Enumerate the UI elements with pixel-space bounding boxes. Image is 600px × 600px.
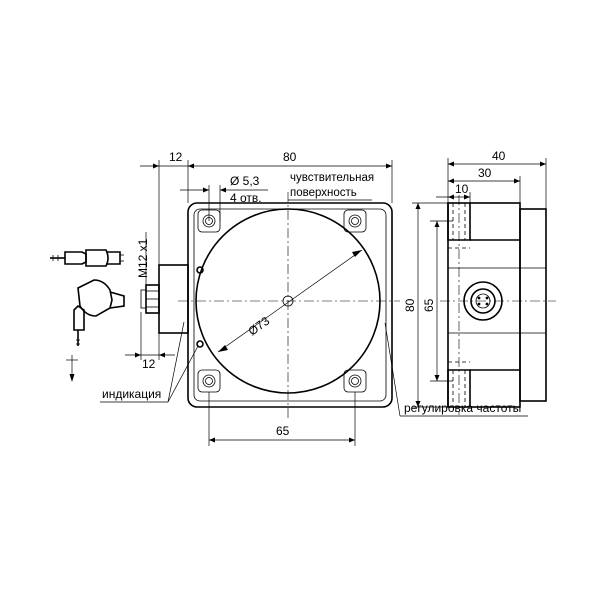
hole-diameter-label: Ø 5,3 [230, 174, 260, 188]
side-hole-spacing-label: 65 [422, 298, 436, 312]
mounting-hole-top-right [343, 209, 367, 233]
sensing-surface-label-1: чувствительная [290, 172, 374, 184]
mounting-hole-bottom-right [343, 369, 367, 393]
frequency-adjust-label: регулировка частоты [404, 401, 521, 415]
connector-housing [140, 264, 189, 334]
face-diameter-label: Ø73 [246, 314, 273, 339]
mounting-hole-bottom-left [197, 369, 221, 393]
side-height-label: 80 [403, 298, 417, 312]
front-body-inner [193, 208, 387, 402]
front-dimensions: 12 80 Ø 5,3 4 отв. чувствительная поверх… [100, 150, 528, 446]
straight-cable-connector [50, 249, 124, 267]
side-width-label: 40 [492, 149, 506, 163]
thread-label: M12 x1 [136, 238, 150, 278]
connector-offset-label: 12 [169, 150, 183, 164]
indication-label: индикация [102, 387, 161, 401]
sensing-surface-label-2: поверхность [290, 187, 357, 199]
side-sensing-head [519, 208, 547, 402]
hole-spacing-label: 65 [276, 424, 290, 438]
side-inner-label: 30 [478, 166, 492, 180]
angled-cable-connector [66, 279, 125, 382]
width-80-label: 80 [283, 150, 297, 164]
side-dimensions: 40 30 10 80 65 [403, 149, 547, 408]
led-indicator-bottom [196, 340, 204, 348]
diameter-line [217, 249, 363, 353]
front-view: Ø73 [140, 192, 400, 418]
connector-length-label: 12 [142, 357, 156, 371]
side-step-label: 10 [455, 182, 469, 196]
side-view [440, 195, 556, 415]
led-indicator-top [196, 266, 204, 274]
connector-thread [140, 289, 147, 309]
front-body-outline [187, 202, 393, 408]
hole-count-label: 4 отв. [230, 191, 262, 205]
